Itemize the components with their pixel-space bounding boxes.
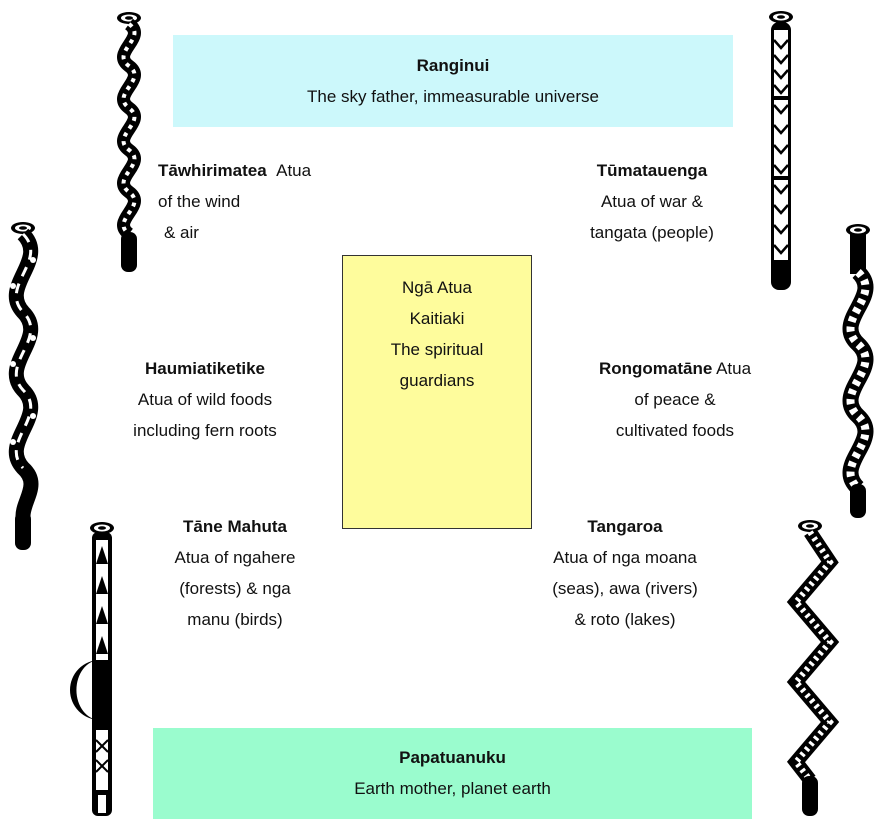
papatuanuku-box: Papatuanuku Earth mother, planet earth <box>153 728 752 819</box>
rongomatane-line2: of peace & <box>560 384 790 415</box>
tawhirimatea-atua: Atua <box>276 161 311 180</box>
center-line-3: The spiritual <box>343 334 531 365</box>
tangaroa-name: Tangaroa <box>525 511 725 542</box>
haumiatiketike-line2: Atua of wild foods <box>95 384 315 415</box>
center-line-1: Ngā Atua <box>343 272 531 303</box>
patterned-staff-tumatauenga-icon <box>766 10 796 292</box>
rongomatane-atua: Atua <box>716 359 751 378</box>
haumiatiketike-label: Haumiatiketike Atua of wild foods includ… <box>95 353 315 446</box>
tumatauenga-label: Tūmatauenga Atua of war & tangata (peopl… <box>552 155 752 248</box>
haumiatiketike-line3: including fern roots <box>95 415 315 446</box>
tangaroa-label: Tangaroa Atua of nga moana (seas), awa (… <box>525 511 725 635</box>
wavy-staff-tawhirimatea-icon <box>108 10 152 275</box>
ranginui-box: Ranginui The sky father, immeasurable un… <box>173 35 733 127</box>
tawhirimatea-line2: of the wind <box>158 186 368 217</box>
tawhirimatea-name: Tāwhirimatea <box>158 161 267 180</box>
rongomatane-line3: cultivated foods <box>560 415 790 446</box>
tangaroa-line2: Atua of nga moana <box>525 542 725 573</box>
center-line-4: guardians <box>343 365 531 396</box>
tumatauenga-line3: tangata (people) <box>552 217 752 248</box>
center-line-2: Kaitiaki <box>343 303 531 334</box>
tane-mahuta-name: Tāne Mahuta <box>140 511 330 542</box>
tane-mahuta-line2: Atua of ngahere <box>140 542 330 573</box>
nga-atua-center-box: Ngā Atua Kaitiaki The spiritual guardian… <box>342 255 532 529</box>
ranginui-title: Ranginui <box>173 50 733 81</box>
crescent-staff-tane-mahuta-icon <box>70 520 126 818</box>
papatuanuku-title: Papatuanuku <box>153 742 752 773</box>
tangaroa-line3: (seas), awa (rivers) <box>525 573 725 604</box>
koru-staff-haumiatiketike-icon <box>5 220 49 552</box>
rongomatane-label: Rongomatāne Atua of peace & cultivated f… <box>560 353 790 446</box>
ranginui-description: The sky father, immeasurable universe <box>307 87 599 106</box>
tane-mahuta-line3: (forests) & nga <box>140 573 330 604</box>
zigzag-staff-tangaroa-icon <box>790 518 836 818</box>
tane-mahuta-line4: manu (birds) <box>140 604 330 635</box>
tawhirimatea-label: Tāwhirimatea Atua of the wind & air <box>158 155 368 248</box>
haumiatiketike-name: Haumiatiketike <box>95 353 315 384</box>
tane-mahuta-label: Tāne Mahuta Atua of ngahere (forests) & … <box>140 511 330 635</box>
checkered-staff-rongomatane-icon <box>836 222 884 520</box>
tumatauenga-name: Tūmatauenga <box>552 155 752 186</box>
papatuanuku-description: Earth mother, planet earth <box>354 779 551 798</box>
rongomatane-name: Rongomatāne <box>599 359 712 378</box>
tumatauenga-line2: Atua of war & <box>552 186 752 217</box>
tangaroa-line4: & roto (lakes) <box>525 604 725 635</box>
tawhirimatea-line3: & air <box>158 217 368 248</box>
